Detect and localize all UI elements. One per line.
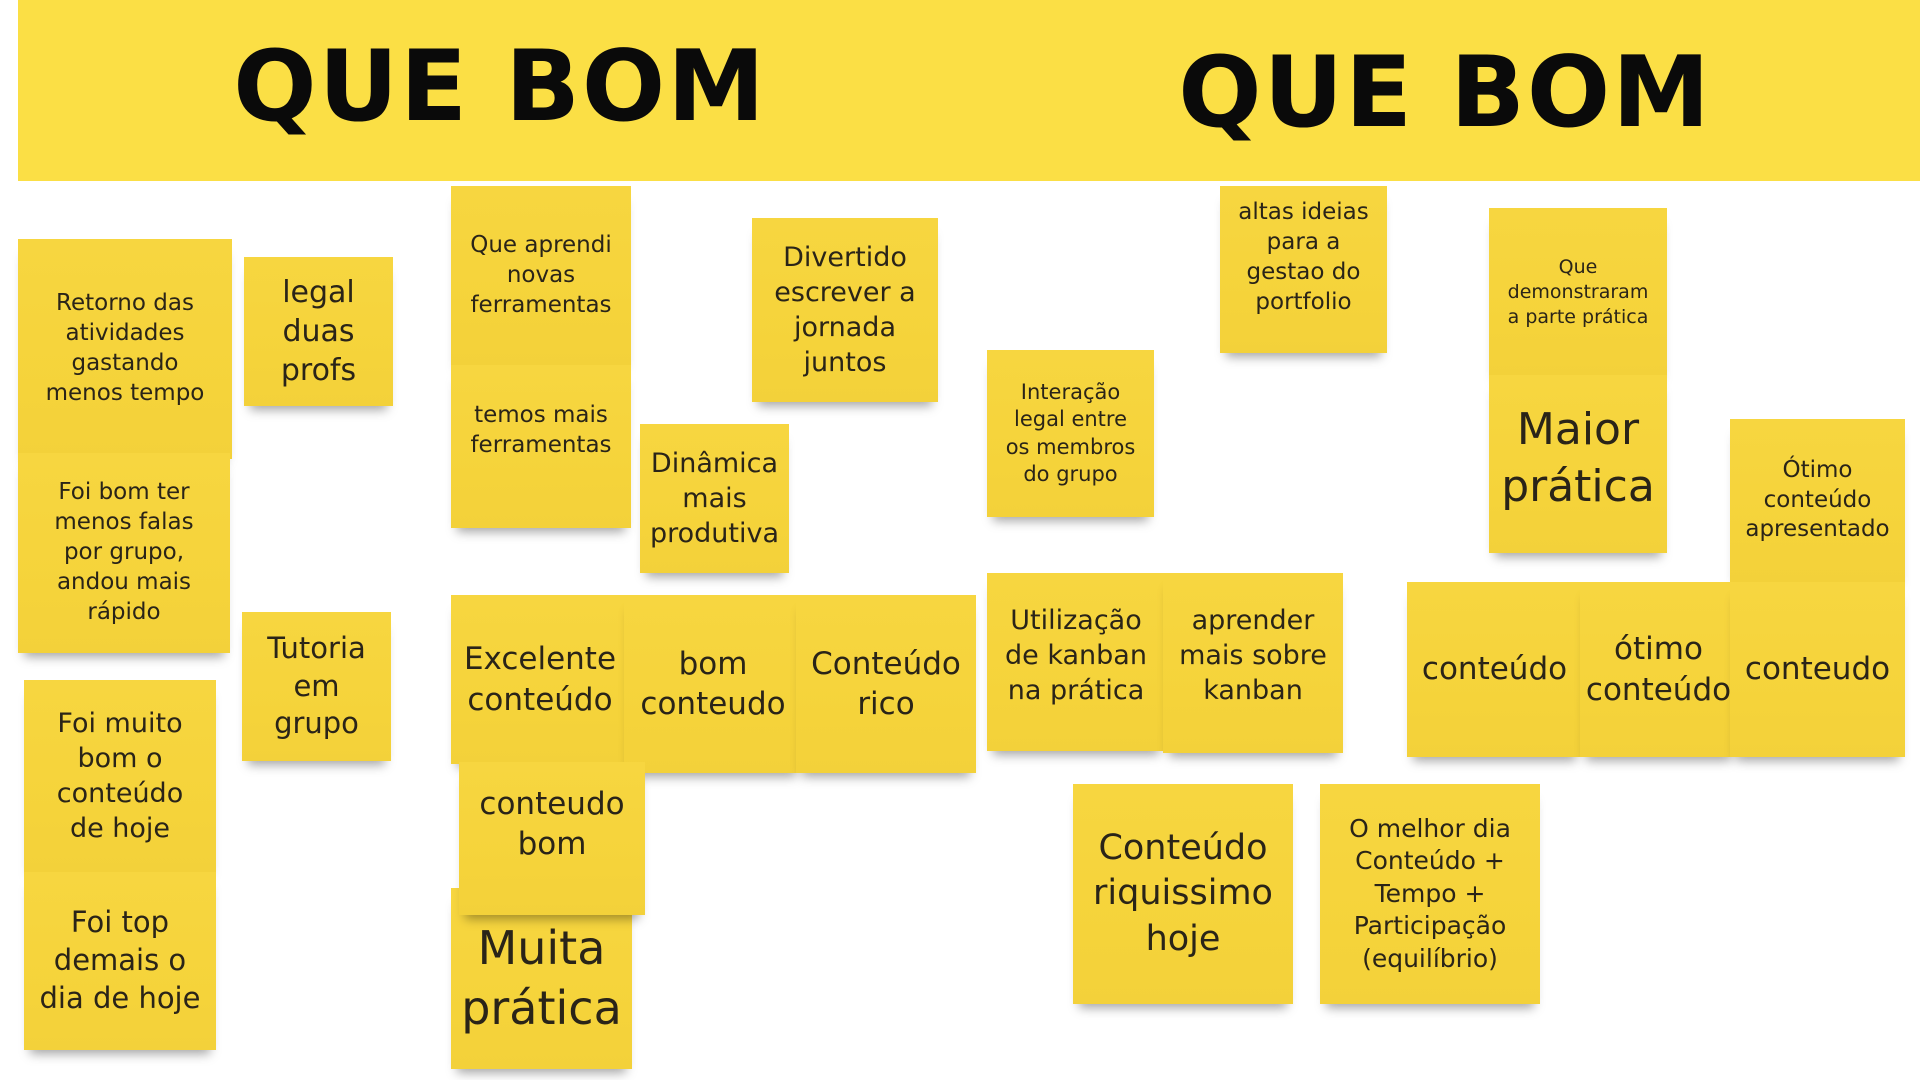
sticky-note[interactable]: Divertido escrever a jornada juntos bbox=[752, 218, 938, 402]
sticky-note[interactable]: Interação legal entre os membros do grup… bbox=[987, 350, 1154, 517]
sticky-note[interactable]: O melhor dia Conteúdo + Tempo + Particip… bbox=[1320, 784, 1540, 1004]
sticky-note[interactable]: Que demonstraram a parte prática bbox=[1489, 208, 1667, 377]
sticky-note[interactable]: Muita prática bbox=[451, 888, 632, 1069]
sticky-note[interactable]: conteúdo bbox=[1407, 582, 1582, 757]
title-right: QUE BOM bbox=[1178, 36, 1712, 150]
sticky-note[interactable]: temos mais ferramentas bbox=[451, 365, 631, 528]
sticky-note[interactable]: Tutoria em grupo bbox=[242, 612, 391, 761]
title-left: QUE BOM bbox=[233, 30, 767, 144]
sticky-note[interactable]: Foi bom ter menos falas por grupo, andou… bbox=[18, 453, 230, 653]
sticky-note[interactable]: Ótimo conteúdo apresentado bbox=[1730, 419, 1905, 582]
sticky-note[interactable]: legal duas profs bbox=[244, 257, 393, 406]
sticky-note[interactable]: Que aprendi novas ferramentas bbox=[451, 186, 631, 366]
header-banner bbox=[18, 0, 1920, 181]
sticky-note[interactable]: Retorno das atividades gastando menos te… bbox=[18, 239, 232, 459]
sticky-note[interactable]: bom conteudo bbox=[624, 595, 802, 773]
sticky-note[interactable]: Conteúdo rico bbox=[796, 595, 976, 773]
sticky-note[interactable]: Dinâmica mais produtiva bbox=[640, 424, 789, 573]
sticky-note[interactable]: Foi top demais o dia de hoje bbox=[24, 872, 216, 1050]
sticky-note[interactable]: conteudo bbox=[1730, 582, 1905, 757]
sticky-note[interactable]: ótimo conteúdo bbox=[1580, 582, 1737, 757]
sticky-note[interactable]: Foi muito bom o conteúdo de hoje bbox=[24, 680, 216, 872]
sticky-note[interactable]: Utilização de kanban na prática bbox=[987, 573, 1165, 751]
sticky-note[interactable]: altas ideias para a gestao do portfolio bbox=[1220, 186, 1387, 353]
sticky-note[interactable]: conteudo bom bbox=[459, 762, 645, 915]
sticky-note[interactable]: aprender mais sobre kanban bbox=[1163, 573, 1343, 753]
sticky-note[interactable]: Excelente conteúdo bbox=[451, 595, 629, 764]
sticky-note[interactable]: Maior prática bbox=[1489, 375, 1667, 553]
sticky-note[interactable]: Conteúdo riquissimo hoje bbox=[1073, 784, 1293, 1004]
